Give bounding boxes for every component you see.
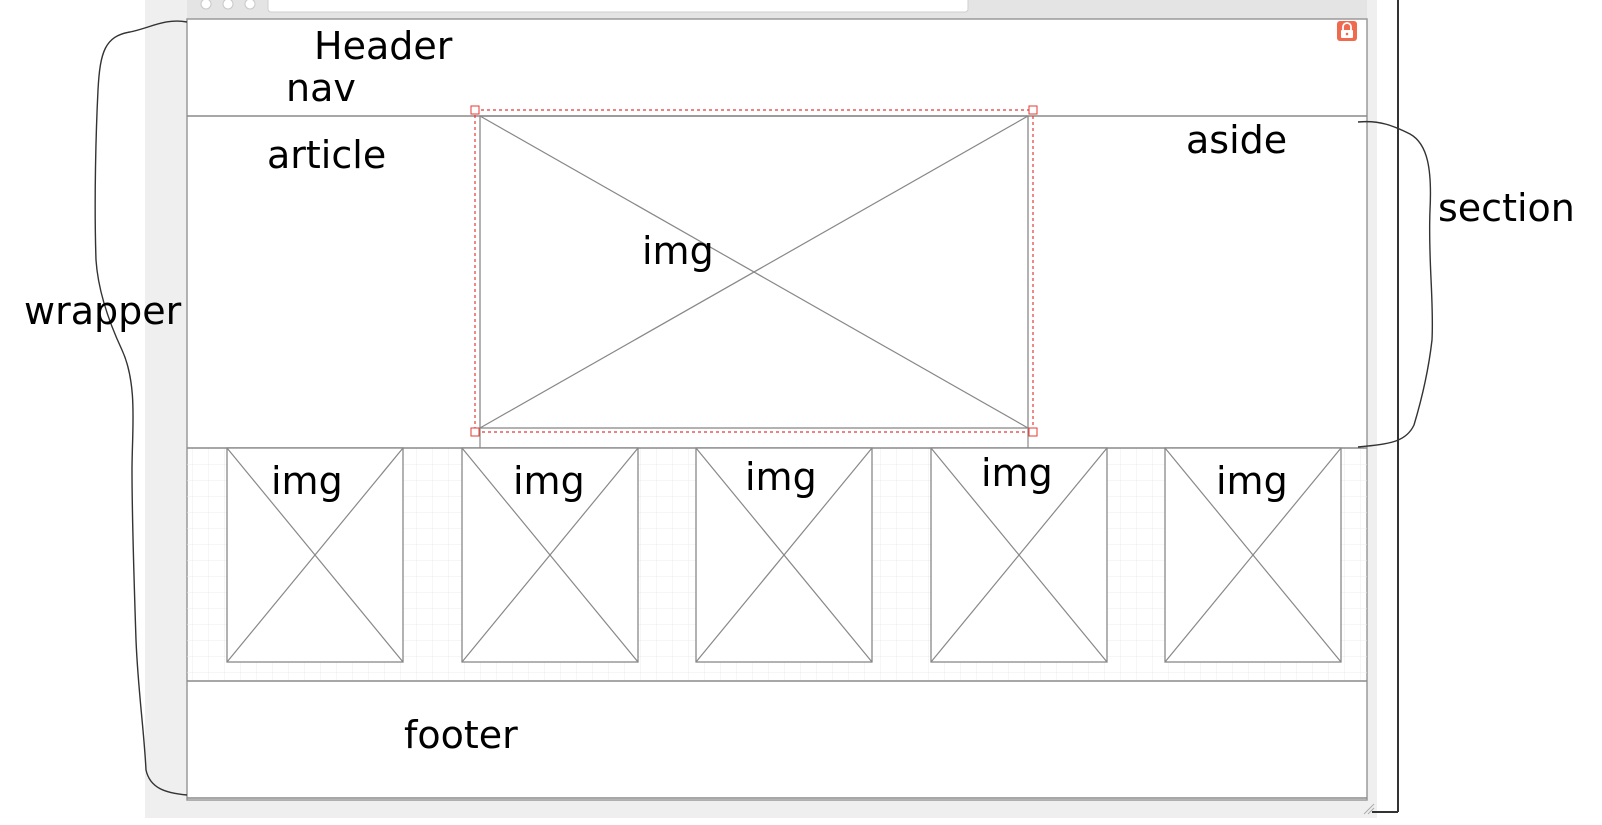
traffic-light-icon[interactable] <box>244 0 256 10</box>
address-bar[interactable] <box>267 0 969 13</box>
thumbnail-placeholder[interactable] <box>1164 447 1342 663</box>
section-brace <box>1357 120 1434 448</box>
wrapper-brace <box>94 20 188 796</box>
browser-toolbar <box>187 0 1367 20</box>
selection-handle[interactable] <box>470 105 480 115</box>
traffic-light-icon[interactable] <box>200 0 212 10</box>
traffic-light-icon[interactable] <box>222 0 234 10</box>
thumbnail-placeholder[interactable] <box>226 447 404 663</box>
main-image-label: img <box>642 229 714 273</box>
section-label: section <box>1438 186 1575 230</box>
thumbnail-label: img <box>271 459 343 503</box>
thumbnail-placeholder[interactable] <box>930 447 1108 663</box>
thumbnail-label: img <box>1216 459 1288 503</box>
thumbnail-label: img <box>981 451 1053 495</box>
wrapper-label: wrapper <box>24 289 182 333</box>
selection-handle[interactable] <box>470 427 480 437</box>
lock-icon[interactable] <box>1337 21 1357 41</box>
selection-handle[interactable] <box>1028 105 1038 115</box>
header-label: Header <box>314 24 453 68</box>
thumbnail-label: img <box>745 455 817 499</box>
footer-label: footer <box>404 713 518 757</box>
resize-grip-icon[interactable] <box>1363 803 1375 815</box>
aside-label: aside <box>1186 118 1287 162</box>
thumbnail-placeholder[interactable] <box>461 447 639 663</box>
article-label: article <box>267 133 386 177</box>
nav-label: nav <box>286 66 356 110</box>
thumbnail-label: img <box>513 459 585 503</box>
selection-outline[interactable] <box>470 105 1038 437</box>
right-bracket <box>1372 0 1399 813</box>
main-image-placeholder[interactable] <box>479 115 1029 448</box>
thumbnail-placeholder[interactable] <box>695 447 873 663</box>
selection-handle[interactable] <box>1028 427 1038 437</box>
